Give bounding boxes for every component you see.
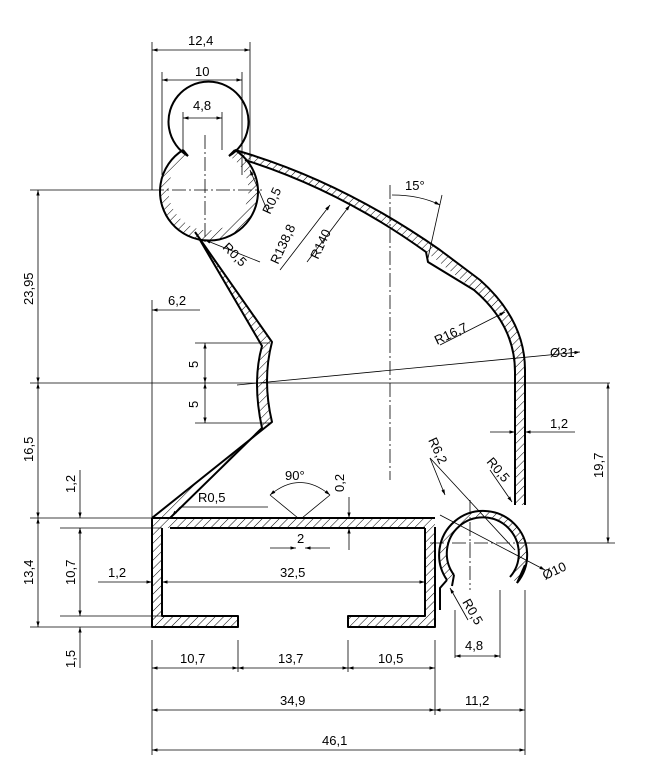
dim-10: 10 — [195, 64, 209, 79]
dim-r140: R140 — [307, 227, 334, 262]
dim-1-2-left: 1,2 — [63, 475, 78, 493]
dim-13-7: 13,7 — [278, 651, 303, 666]
dim-12-4: 12,4 — [188, 33, 213, 48]
dim-13-4: 13,4 — [21, 560, 36, 585]
dim-10-7-horizontal: 10,7 — [180, 651, 205, 666]
profile-outline — [151, 80, 529, 628]
dim-2: 2 — [297, 531, 304, 546]
dim-6-2: 6,2 — [168, 293, 186, 308]
dim-1-2-right: 1,2 — [550, 416, 568, 431]
dimension-labels: 12,4 10 4,8 R0,5 R138,8 R140 15° R0,5 23… — [21, 33, 606, 748]
dim-r16-7: R16,7 — [432, 319, 470, 347]
dim-5-a: 5 — [186, 361, 201, 368]
dim-15deg: 15° — [405, 178, 425, 193]
dim-34-9: 34,9 — [280, 693, 305, 708]
dim-10-5: 10,5 — [378, 651, 403, 666]
dim-r0-5-d: R0,5 — [198, 490, 225, 505]
dim-r0-5-c: R0,5 — [484, 454, 513, 485]
dim-0-2: 0,2 — [332, 474, 347, 492]
dim-90deg: 90° — [285, 468, 305, 483]
dim-11-2: 11,2 — [465, 693, 489, 708]
dim-1-5: 1,5 — [63, 650, 78, 668]
dim-19-7: 19,7 — [591, 453, 606, 478]
bottom-tube-wall — [439, 510, 528, 583]
dim-dia31: Ø31 — [550, 345, 575, 360]
dim-r0-5-a: R0,5 — [259, 185, 284, 216]
left-diagonal-wall — [152, 232, 272, 518]
dim-r138-8: R138,8 — [267, 222, 298, 266]
dim-1-2-inner: 1,2 — [108, 565, 126, 580]
dim-46-1: 46,1 — [322, 733, 347, 748]
dim-16-5: 16,5 — [21, 437, 36, 462]
dim-4-8-bottom: 4,8 — [465, 638, 483, 653]
dim-4-8-top: 4,8 — [193, 98, 211, 113]
dim-10-7-vertical: 10,7 — [63, 560, 78, 585]
dim-23-95: 23,95 — [21, 272, 36, 305]
dim-r6-2: R6,2 — [425, 435, 450, 466]
dim-5-b: 5 — [186, 401, 201, 408]
dim-dia10: Ø10 — [540, 559, 569, 583]
extension-lines — [30, 42, 615, 755]
dimension-lines — [36, 48, 610, 752]
dim-32-5: 32,5 — [280, 565, 305, 580]
center-lines — [30, 135, 610, 590]
dim-r0-5-b: R0,5 — [220, 240, 250, 270]
